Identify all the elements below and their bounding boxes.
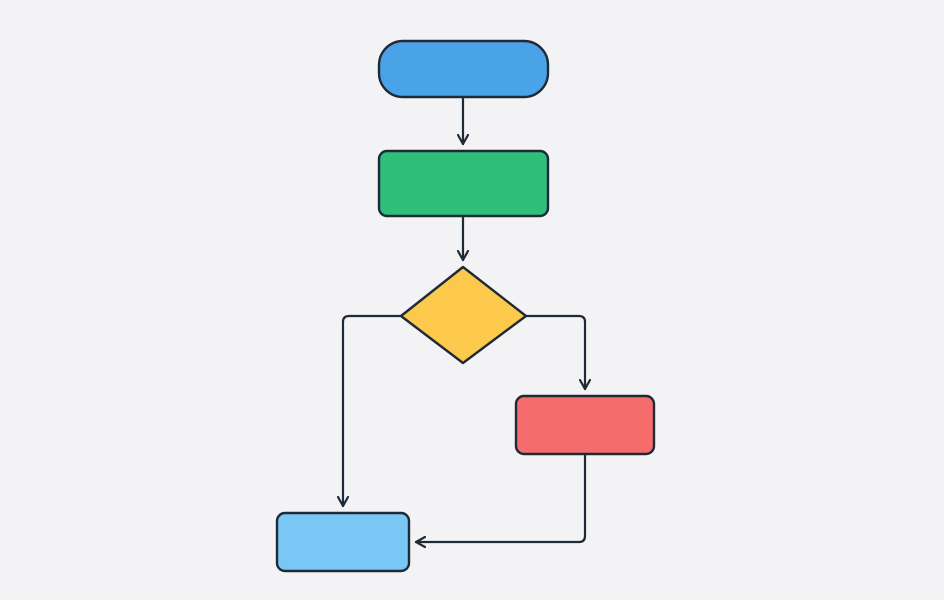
- decision-diamond-shape: [399, 265, 528, 365]
- start-terminal-shape: [377, 39, 550, 99]
- process-box-shape: [377, 149, 550, 218]
- connectors: [343, 95, 587, 542]
- edge-branch-right-to-end: [414, 452, 587, 542]
- node-end: [275, 511, 411, 573]
- node-decision: [399, 265, 528, 365]
- edge-decision-to-branch-right: [524, 314, 585, 391]
- node-branch-right: [514, 394, 656, 456]
- node-process: [377, 149, 550, 218]
- edge-decision-to-end: [343, 314, 403, 508]
- branch-right-box-shape: [514, 394, 656, 456]
- node-start: [377, 39, 550, 99]
- end-box-shape: [275, 511, 411, 573]
